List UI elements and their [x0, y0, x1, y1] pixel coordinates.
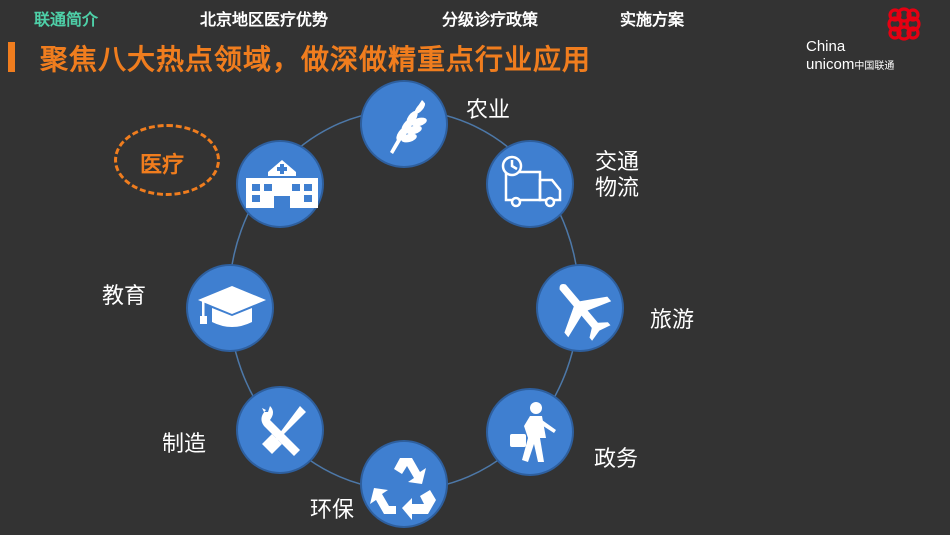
sector-node-tourism[interactable] [536, 264, 624, 352]
sector-node-healthcare[interactable] [236, 140, 324, 228]
logo-text-unicom-line: unicom中国联通 [806, 56, 894, 76]
graduation-cap-icon [198, 286, 266, 327]
sector-label-agriculture: 农业 [466, 98, 511, 123]
nav-item-beijing-medical[interactable]: 北京地区医疗优势 [200, 10, 329, 29]
sector-node-education[interactable] [186, 264, 274, 352]
logo-text: China unicom中国联通 [806, 38, 894, 76]
nav-item-plan[interactable]: 实施方案 [620, 10, 685, 29]
china-unicom-logo [887, 7, 921, 41]
sector-label-tourism: 旅游 [650, 308, 695, 333]
sector-label-education: 教育 [102, 284, 147, 309]
page-title: 聚焦八大热点领域，做深做精重点行业应用 [40, 43, 592, 76]
sector-label-environment: 环保 [310, 498, 355, 523]
sector-node-manufacturing[interactable] [236, 386, 324, 474]
title-accent-bar [8, 42, 15, 72]
hospital-icon [246, 160, 318, 208]
sector-label-government: 政务 [594, 447, 639, 472]
businessman-icon [510, 402, 556, 462]
nav-item-policy[interactable]: 分级诊疗政策 [442, 10, 539, 29]
tools-icon [261, 406, 306, 456]
highlighted-sector-label: 医疗 [140, 153, 185, 178]
sector-label-logistics-line1: 交通物流 [595, 150, 640, 201]
sector-node-government[interactable] [486, 388, 574, 476]
delivery-truck-icon [501, 155, 562, 208]
sector-label-manufacturing: 制造 [162, 432, 207, 457]
wheat-icon [390, 100, 427, 154]
airplane-icon [559, 284, 612, 341]
logo-text-china: China [806, 38, 846, 55]
logo-text-unicom: unicom [806, 56, 855, 73]
logo-text-unicom-cn: 中国联通 [854, 61, 895, 72]
nav-item-intro[interactable]: 联通简介 [34, 10, 99, 29]
sector-label-logistics: 交通物流 [595, 150, 639, 202]
sector-node-agriculture[interactable] [360, 80, 448, 168]
recycle-icon [370, 458, 436, 520]
sector-node-logistics[interactable] [486, 140, 574, 228]
sector-node-environment[interactable] [360, 440, 448, 528]
highlight-ellipse [114, 124, 220, 196]
